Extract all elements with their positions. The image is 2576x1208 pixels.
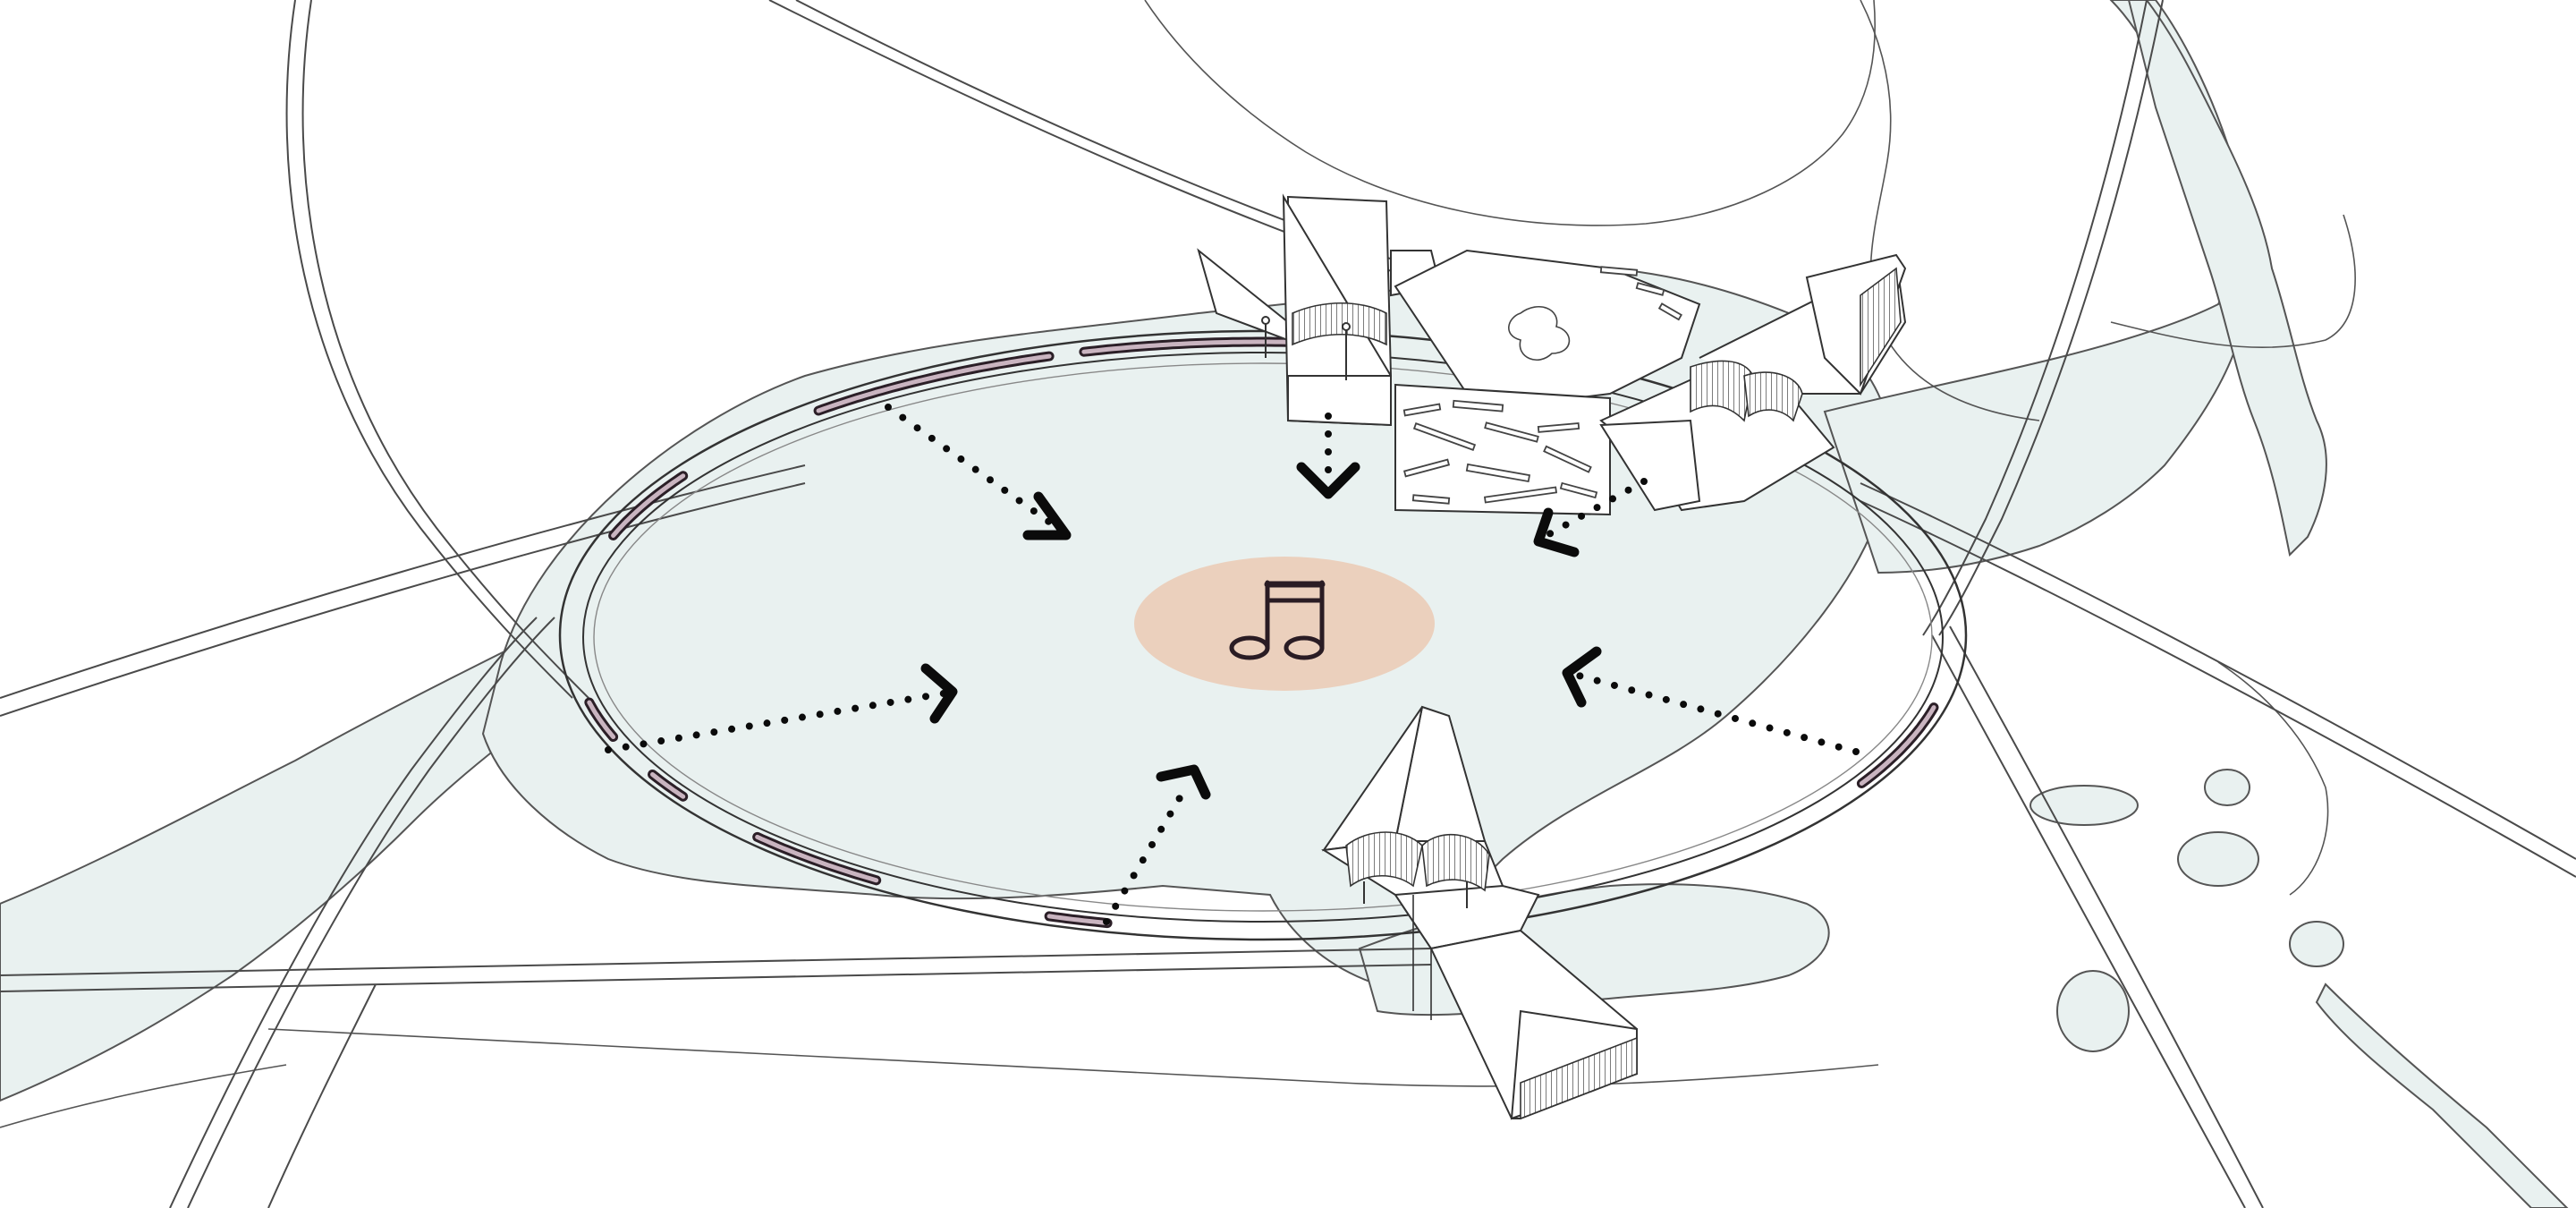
- seat-segment: [1856, 702, 1939, 788]
- pond-4: [2289, 921, 2344, 967]
- seat-segment-inner: [755, 834, 879, 883]
- arrow-east: [1562, 646, 1860, 755]
- arrows: [605, 404, 1860, 925]
- road-north-east-2: [1938, 0, 2164, 636]
- music-note-icon: [1229, 580, 1326, 660]
- road-south-west-2: [187, 617, 555, 1208]
- building-tower-north: [1197, 193, 1442, 427]
- buildings: [1197, 193, 1907, 1120]
- arrow-south: [1103, 764, 1211, 925]
- road-south-west: [169, 617, 538, 1208]
- pond-5: [2056, 970, 2130, 1052]
- road-diagonal-west-2: [0, 482, 806, 717]
- seat-segment-inner: [611, 473, 686, 538]
- building-tower-south: [1321, 705, 1638, 1120]
- pond-3: [2204, 769, 2250, 806]
- arrow-north-west: [885, 404, 1072, 540]
- road-curve-west-2: [301, 0, 589, 699]
- seat-segment-inner: [1046, 914, 1110, 926]
- road-east-diagonal-2: [1860, 500, 2576, 878]
- road-south-central: [267, 983, 377, 1208]
- arrow-north: [1296, 413, 1360, 499]
- seat-segment-inner: [1859, 705, 1936, 786]
- water-river-east: [2127, 0, 2327, 557]
- road-south-east-2: [1931, 634, 2246, 1208]
- road-east-diagonal: [1860, 482, 2576, 860]
- road-south-east: [1949, 625, 2264, 1208]
- stream-south-east: [2315, 983, 2569, 1208]
- stage-ellipse: [1134, 557, 1435, 691]
- center-stage: [1134, 557, 1435, 691]
- water-east: [1823, 0, 2250, 574]
- ring-inner: [582, 352, 1944, 923]
- seat-segment-inner: [816, 353, 1052, 413]
- pond-2: [2177, 831, 2259, 887]
- arrow-north-east: [1533, 478, 1648, 557]
- scattered-slabs: [1402, 266, 1682, 505]
- pond-1: [2029, 785, 2139, 826]
- seat-segments: [584, 336, 1939, 929]
- road-diagonal-west: [0, 464, 806, 699]
- road-north-east: [1922, 0, 2148, 636]
- seat-segment-inner: [650, 772, 686, 799]
- seat-segment-inner: [587, 700, 616, 739]
- arrow-west: [605, 663, 958, 753]
- seat-segment-inner: [1081, 339, 1326, 354]
- building-pavilion-north-east: [1394, 249, 1907, 516]
- ring-track-1: [593, 362, 1933, 912]
